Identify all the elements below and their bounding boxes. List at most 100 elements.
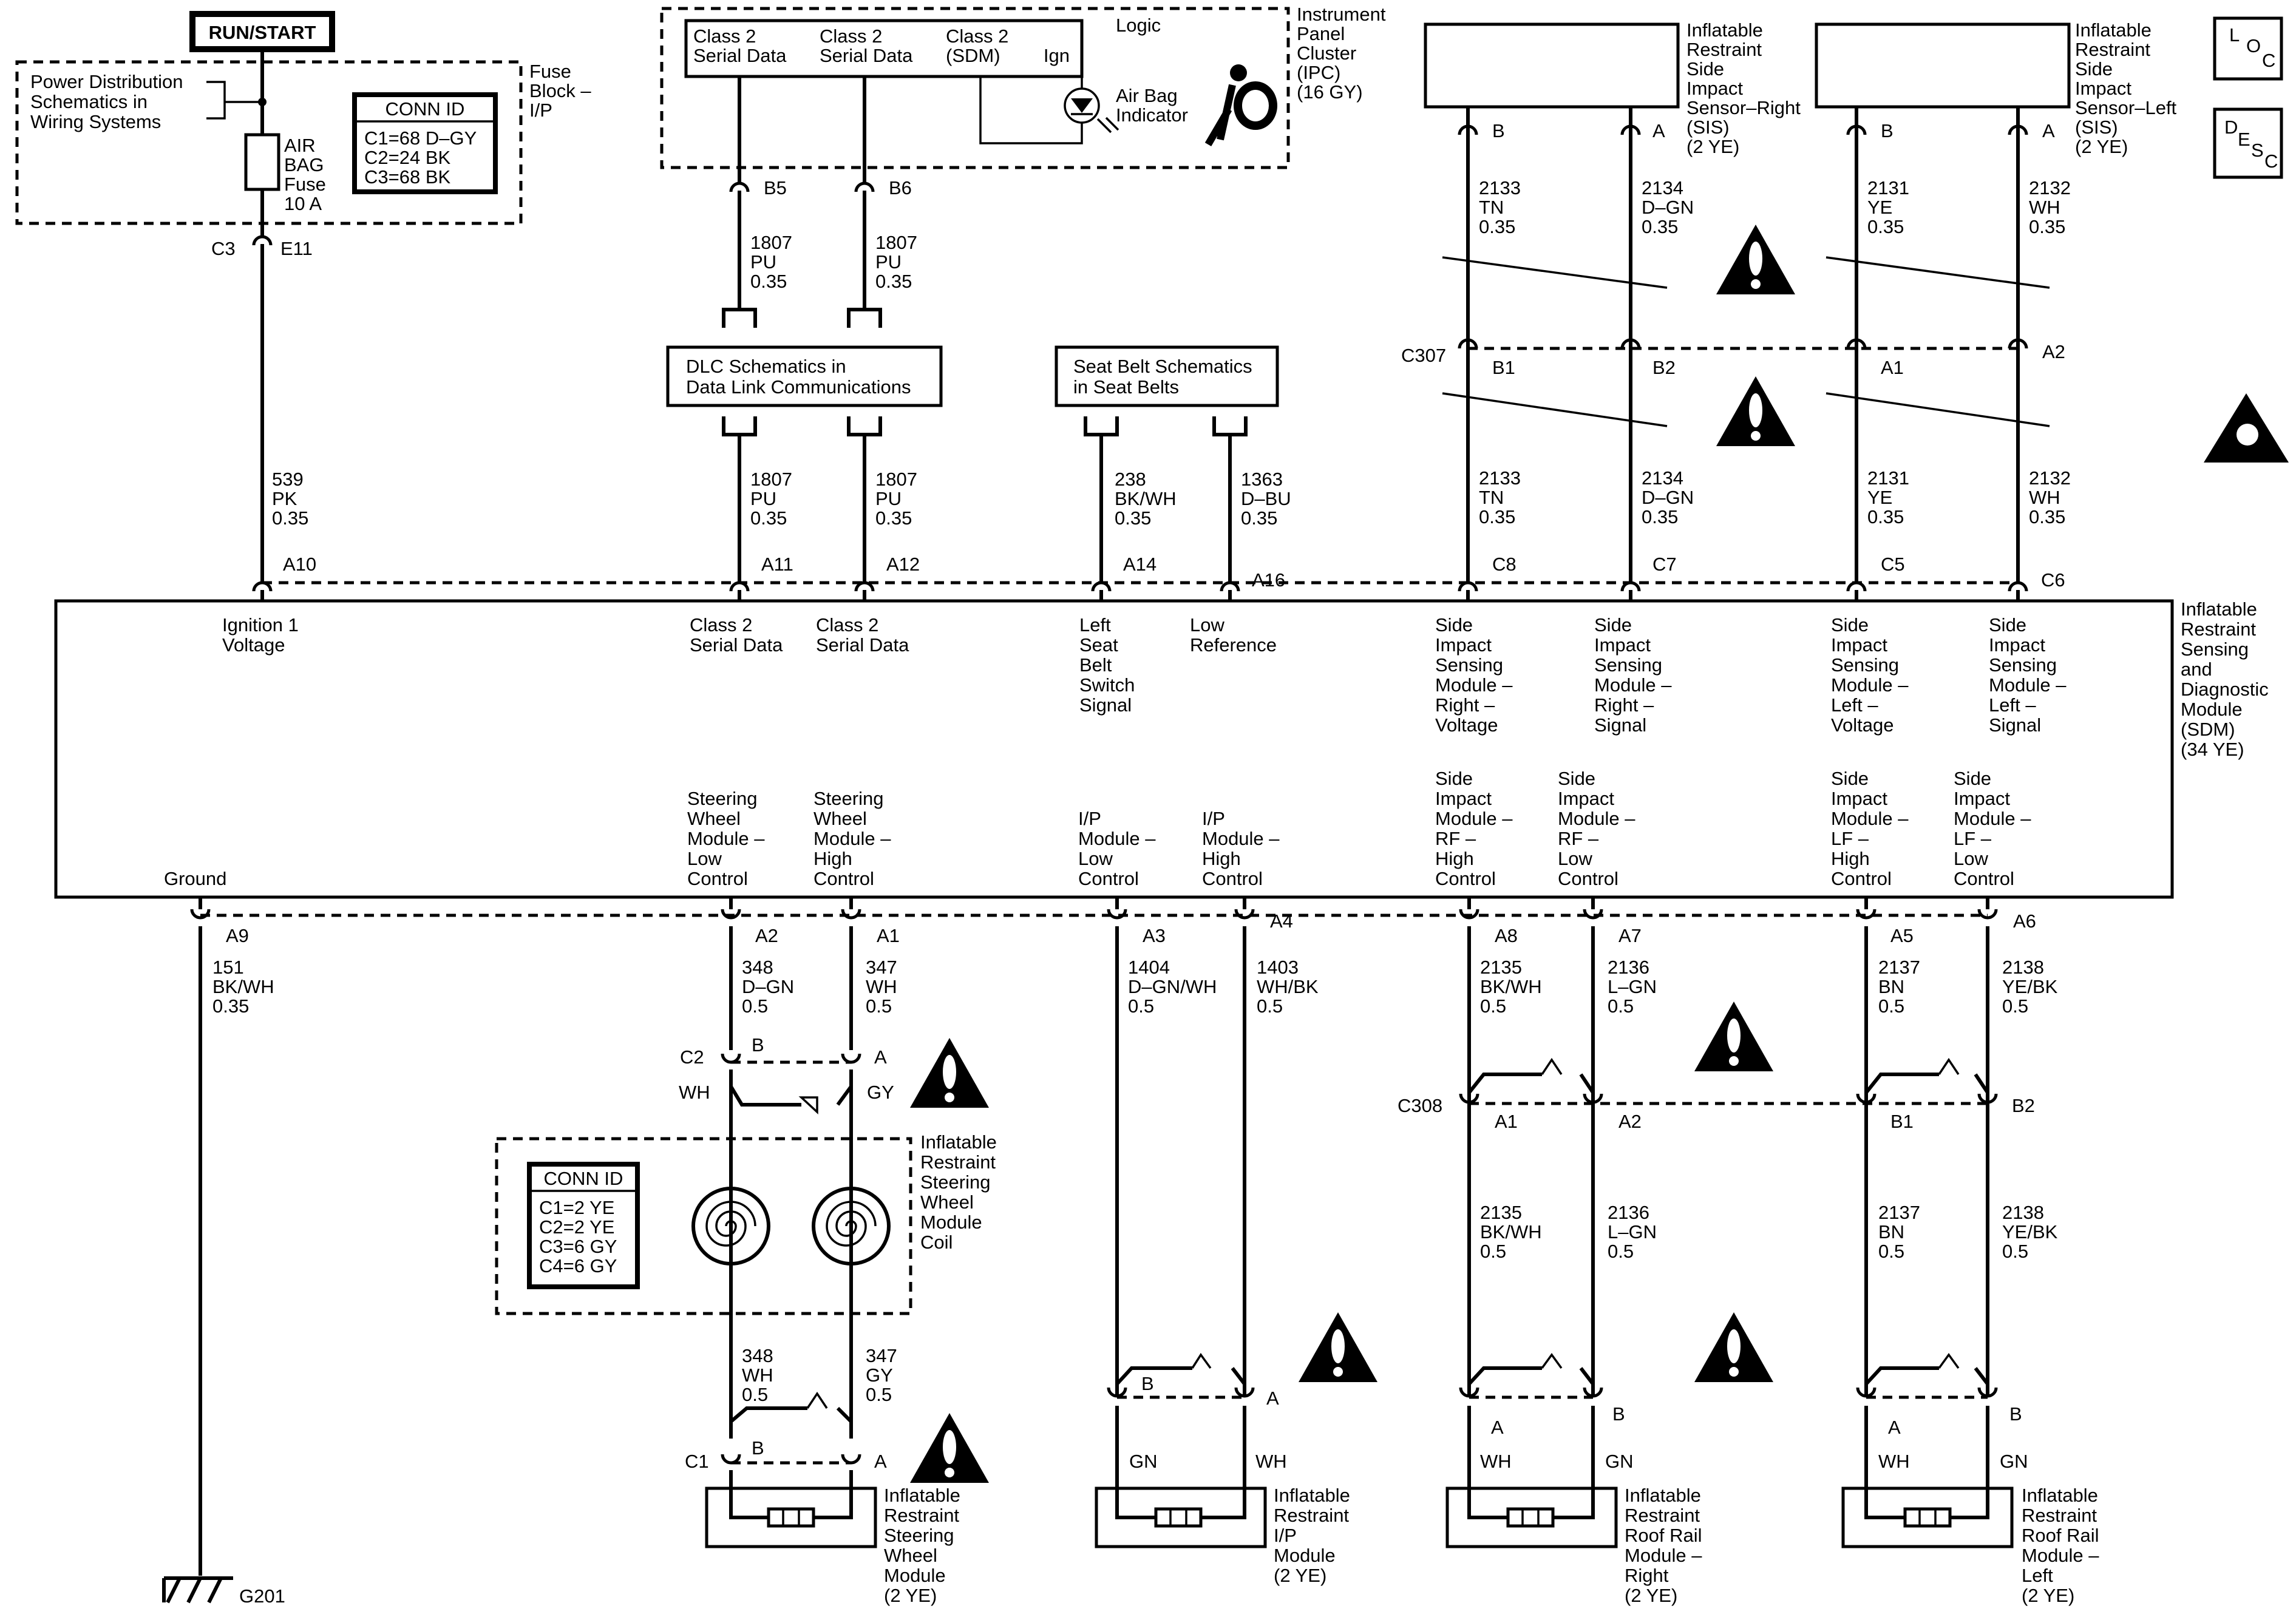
svg-text:I/P: I/P xyxy=(1274,1525,1297,1546)
desc-icon[interactable]: D E S C xyxy=(2213,107,2283,179)
svg-text:Side: Side xyxy=(2075,58,2113,80)
svg-text:Right –: Right – xyxy=(1594,694,1654,716)
svg-text:Control: Control xyxy=(813,868,874,889)
svg-text:BK/WH: BK/WH xyxy=(1115,488,1177,509)
svg-text:B1: B1 xyxy=(1890,1111,1914,1132)
wire-1807-b5-label: 1807 PU 0.35 xyxy=(750,232,792,292)
svg-text:Sensing: Sensing xyxy=(1831,654,1899,676)
wire-1807-dlc1-label: 1807 PU 0.35 xyxy=(750,469,792,529)
ground-symbol-icon xyxy=(162,1576,233,1604)
svg-text:10 A: 10 A xyxy=(284,193,322,214)
svg-text:Side: Side xyxy=(1435,768,1473,789)
svg-text:Sensing: Sensing xyxy=(1435,654,1503,676)
svg-text:Wheel: Wheel xyxy=(687,808,741,829)
svg-text:Side: Side xyxy=(1954,768,1991,789)
svg-text:A1: A1 xyxy=(1881,357,1904,378)
svg-text:Impact: Impact xyxy=(2075,78,2131,99)
svg-text:D–GN: D–GN xyxy=(1642,487,1694,508)
svg-text:Inflatable: Inflatable xyxy=(2075,19,2152,41)
svg-text:Inflatable: Inflatable xyxy=(2022,1485,2098,1506)
svg-text:I/P: I/P xyxy=(1202,808,1225,829)
svg-text:Restraint: Restraint xyxy=(1625,1505,1700,1526)
svg-text:C2: C2 xyxy=(680,1046,704,1068)
svg-text:347: 347 xyxy=(866,1345,897,1366)
svg-text:Schematics in: Schematics in xyxy=(30,91,148,112)
svg-text:Control: Control xyxy=(1202,868,1263,889)
svg-text:WH: WH xyxy=(742,1364,773,1386)
svg-text:Coil: Coil xyxy=(920,1232,953,1253)
roof-rail-left-module xyxy=(1841,1426,2014,1548)
svg-text:GN: GN xyxy=(1605,1451,1634,1472)
svg-text:Serial Data: Serial Data xyxy=(820,45,913,66)
svg-text:LF –: LF – xyxy=(1831,828,1869,849)
svg-text:Inflatable: Inflatable xyxy=(1686,19,1763,41)
svg-text:A4: A4 xyxy=(1270,910,1293,932)
svg-text:Inflatable: Inflatable xyxy=(2181,598,2257,620)
svg-text:2136: 2136 xyxy=(1608,1202,1649,1223)
svg-text:Ground: Ground xyxy=(164,868,226,889)
svg-text:Block –: Block – xyxy=(529,80,591,101)
svg-text:Impact: Impact xyxy=(1831,788,1887,809)
seat-belt-schematics-box[interactable] xyxy=(1055,345,1279,407)
svg-text:B: B xyxy=(1881,120,1894,141)
run-start-box: RUN/START xyxy=(189,11,335,52)
svg-text:YE: YE xyxy=(1867,487,1892,508)
svg-text:Low: Low xyxy=(1078,848,1113,869)
sis-wires xyxy=(1442,107,2050,583)
svg-text:(34 YE): (34 YE) xyxy=(2181,739,2244,760)
svg-text:2131: 2131 xyxy=(1867,467,1909,489)
svg-text:BN: BN xyxy=(1878,976,1904,997)
svg-text:Fuse: Fuse xyxy=(529,61,571,82)
svg-text:Module –: Module – xyxy=(1831,674,1909,696)
svg-text:A: A xyxy=(874,1046,887,1068)
svg-text:A: A xyxy=(2042,120,2055,141)
svg-text:Class 2: Class 2 xyxy=(690,614,752,636)
svg-text:RF –: RF – xyxy=(1558,828,1599,849)
svg-text:High: High xyxy=(1435,848,1474,869)
svg-text:347: 347 xyxy=(866,957,897,978)
svg-text:Roof Rail: Roof Rail xyxy=(1625,1525,1702,1546)
svg-text:A2: A2 xyxy=(755,925,778,946)
svg-text:Control: Control xyxy=(1078,868,1139,889)
e11-label: E11 xyxy=(280,238,313,259)
svg-text:O: O xyxy=(2246,35,2261,56)
air-bag-indicator-label: Air Bag Indicator xyxy=(1116,85,1188,126)
svg-text:A: A xyxy=(874,1451,887,1472)
svg-text:Cluster: Cluster xyxy=(1297,42,1356,64)
svg-text:High: High xyxy=(813,848,852,869)
dlc-label-1: DLC Schematics in xyxy=(686,356,846,377)
svg-text:(2 YE): (2 YE) xyxy=(1625,1585,1677,1606)
svg-text:Restraint: Restraint xyxy=(2075,39,2150,60)
svg-text:238: 238 xyxy=(1115,469,1146,490)
svg-text:Restraint: Restraint xyxy=(2181,619,2256,640)
sis-right-box xyxy=(1424,22,1680,109)
svg-text:(2 YE): (2 YE) xyxy=(1274,1565,1326,1586)
wire-1807-dlc2-label: 1807 PU 0.35 xyxy=(875,469,917,529)
svg-text:Impact: Impact xyxy=(1686,78,1743,99)
svg-text:Module –: Module – xyxy=(1989,674,2067,696)
sdm-module-box xyxy=(54,599,2174,899)
svg-text:1404: 1404 xyxy=(1128,957,1170,978)
svg-text:C7: C7 xyxy=(1652,554,1677,575)
dlc-schematics-box[interactable] xyxy=(666,345,943,407)
wire-238-label: 238 BK/WH 0.35 xyxy=(1115,469,1177,529)
svg-text:(SDM): (SDM) xyxy=(946,45,1000,66)
svg-text:Low: Low xyxy=(1558,848,1592,869)
svg-text:CONN ID: CONN ID xyxy=(544,1168,623,1189)
loc-icon[interactable]: L O C xyxy=(2213,16,2283,81)
svg-text:I/P: I/P xyxy=(1078,808,1101,829)
svg-text:Wheel: Wheel xyxy=(884,1545,937,1566)
svg-text:0.5: 0.5 xyxy=(1480,1241,1506,1262)
svg-text:RF –: RF – xyxy=(1435,828,1476,849)
svg-text:2137: 2137 xyxy=(1878,1202,1920,1223)
c308-label: C308 xyxy=(1398,1095,1442,1116)
svg-text:PK: PK xyxy=(272,488,297,509)
svg-text:Impact: Impact xyxy=(1558,788,1614,809)
warning-icon xyxy=(1694,1002,1773,1071)
svg-text:Class 2: Class 2 xyxy=(820,25,882,47)
svg-text:A1: A1 xyxy=(1495,1111,1518,1132)
svg-text:348: 348 xyxy=(742,957,773,978)
svg-text:Inflatable: Inflatable xyxy=(884,1485,960,1506)
svg-text:PU: PU xyxy=(750,488,776,509)
